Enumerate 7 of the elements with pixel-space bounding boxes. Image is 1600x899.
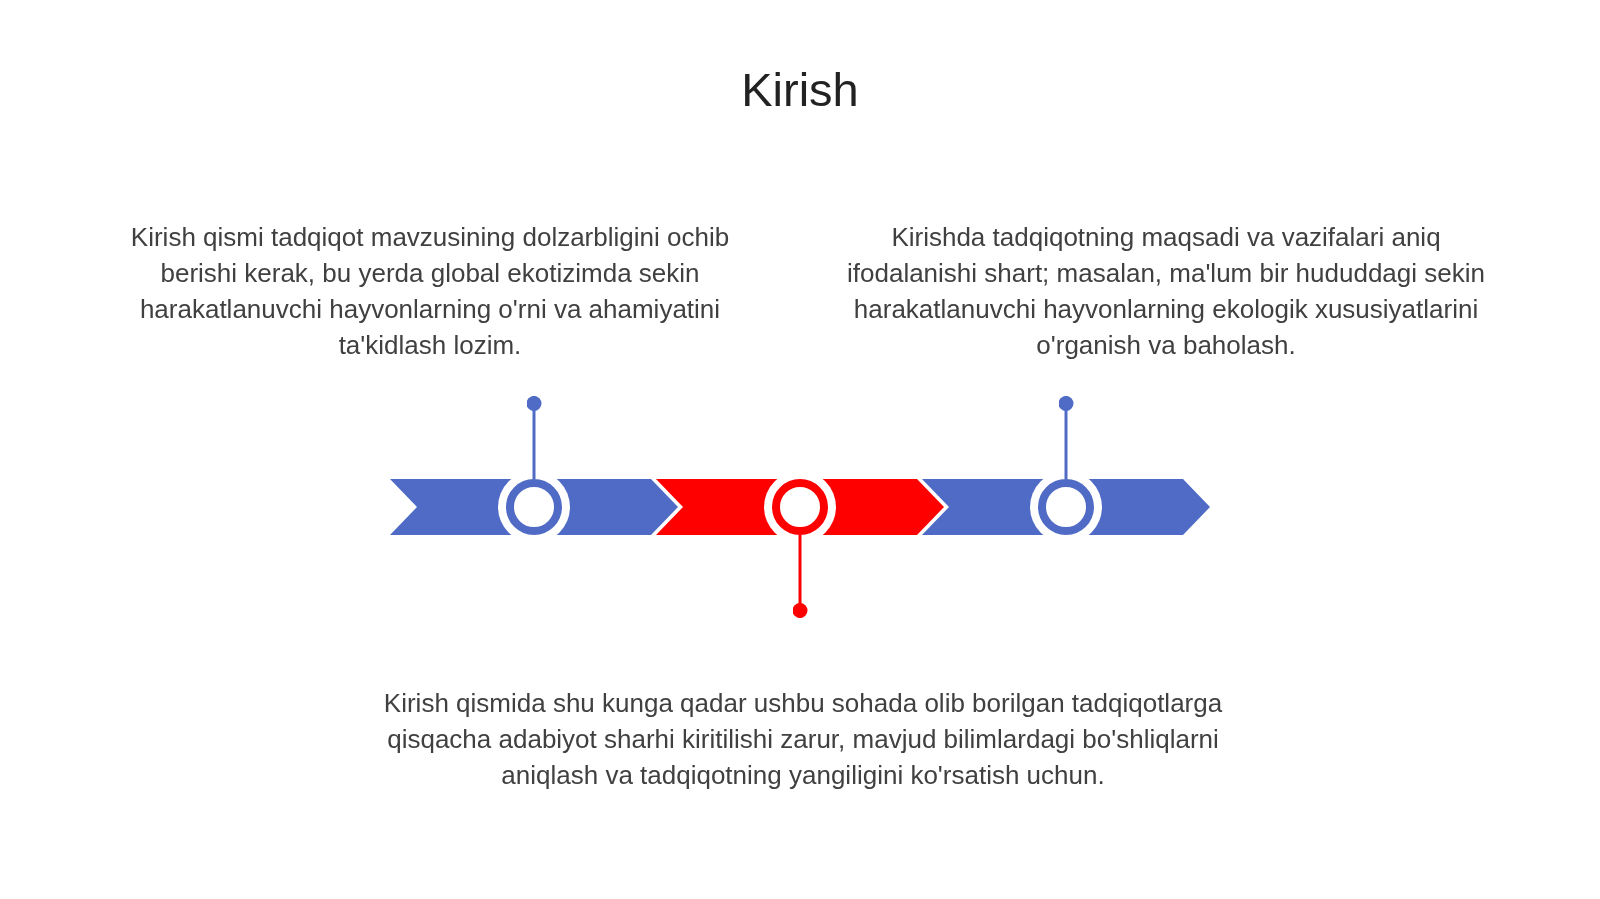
- pin-line: [1058, 396, 1074, 479]
- pin-line: [526, 396, 542, 479]
- slide-title: Kirish: [740, 62, 860, 118]
- description-text: Kirish qismi tadqiqot mavzusining dolzarbligini ochib berishi kerak, bu yerda global ekotizimda sekin harakatlanuvchi hayvonlarning o'rni va ahamiyatini ta'kidlash lozim.: [129, 221, 731, 362]
- description-text: Kirish qismida shu kunga qadar ushbu sohada olib borilgan tadqiqotlarga qisqacha adabiyot sharhi kiritilishi zarur, mavjud bilimlardagi bo'shliqlarni aniqlash va tadqiqotning yangiligini ko'rsatish uchun.: [382, 687, 1224, 792]
- description-text: Kirishda tadqiqotning maqsadi va vazifalari aniq ifodalanishi shart; masalan, ma'lum bir hududdagi sekin harakatlanuvchi hayvonlarning ekologik xususiyatlarini o'rganish va baholash.: [846, 221, 1486, 362]
- pin-line: [792, 535, 808, 618]
